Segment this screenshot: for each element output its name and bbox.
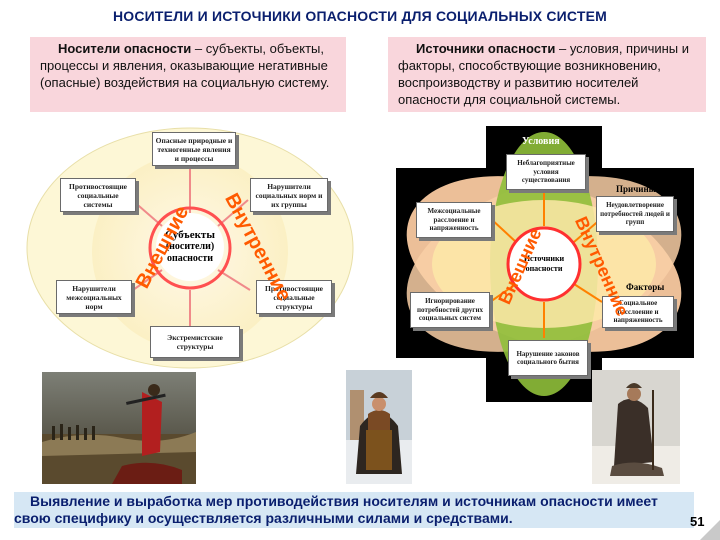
carriers-center: Субъекты (носители) опасности [156,213,224,281]
definition-sources: Источники опасности – условия, причины и… [388,37,706,112]
carriers-box-upper-right: Нарушители социальных норм и их группы [250,178,328,212]
carriers-center-line2: (носители) [165,241,215,252]
carriers-box-upper-left: Противостоящие социальные системы [60,178,136,212]
sources-box-upper-right: Неудовлетворение потребностей людей и гр… [596,196,674,232]
carriers-box-lower-right: Противостоящие социальные структуры [256,280,332,314]
sources-box-upper-left: Межсоциальные расслоение и напряженность [416,202,492,238]
painting-boyar-image [346,370,412,484]
carriers-box-top: Опасные природные и техногенные явления … [152,132,236,166]
sources-label-causes: Причины [616,184,656,194]
definition-sources-text: – условия, причины и факторы, способству… [398,41,690,107]
carriers-box-bottom: Экстремистские структуры [150,326,240,358]
carriers-center-line3: опасности [166,253,214,264]
carriers-center-line1: Субъекты [165,229,215,241]
sources-center-line1: Источники [523,254,565,263]
page-title: НОСИТЕЛИ И ИСТОЧНИКИ ОПАСНОСТИ ДЛЯ СОЦИА… [112,8,608,24]
carriers-center-ring [148,206,232,290]
page-corner-decoration [700,520,720,540]
sources-box-top: Неблагоприятные условия существования [506,154,586,190]
sources-box-lower-right: Социальное расслоение и напряженность [602,296,674,328]
page-number: 51 [690,514,705,529]
sources-center: Источники опасности [510,232,578,296]
conclusion-text: Выявление и выработка мер противодействи… [14,493,658,526]
sources-label-conditions: Условия [522,136,560,147]
definition-carriers-term: Носители опасности [58,41,192,56]
sources-center-ring [506,226,582,302]
sources-box-lower-left: Игнорирование потребностей других социал… [410,292,490,328]
sources-center-line2: опасности [525,264,563,273]
conclusion-banner: Выявление и выработка мер противодействи… [14,492,694,528]
definition-carriers-text: – субъекты, объекты, процессы и явления,… [40,41,330,90]
sources-label-factors: Факторы [626,282,665,292]
painting-wanderer-image [592,370,680,484]
painting-battle-image [42,372,196,484]
definition-sources-term: Источники опасности [416,41,556,56]
sources-box-bottom: Нарушение законов социального бытия [508,340,588,376]
definition-carriers: Носители опасности – субъекты, объекты, … [30,37,346,112]
carriers-box-lower-left: Нарушители межсоциальных норм [56,280,132,314]
